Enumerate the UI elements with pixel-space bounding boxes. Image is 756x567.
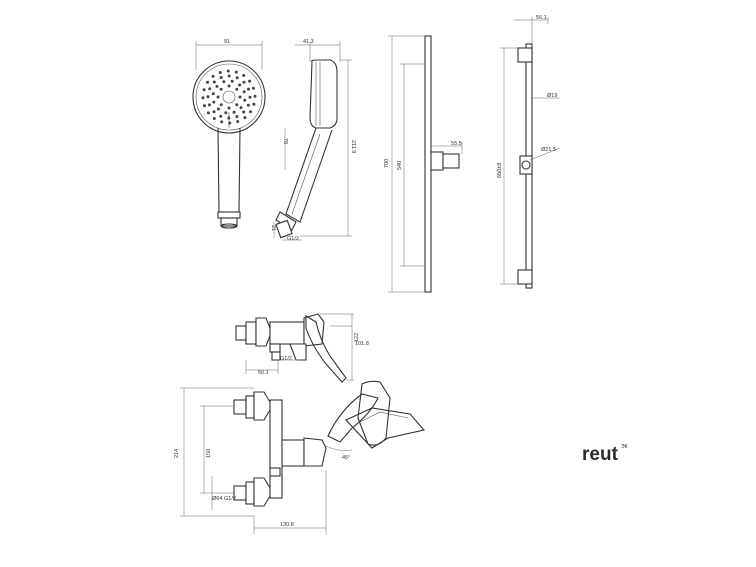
mixer-side-width-label: 50.1	[258, 370, 269, 376]
handshower-small-label: 21	[270, 225, 276, 231]
mixer-side-view: 122 101.8 50.1 G1/2	[235, 313, 369, 383]
rail-side-view: 56.1 Ø19 Ø21.5 650±8	[497, 15, 561, 289]
nozzle-dot	[215, 84, 219, 88]
nozzle-dot	[238, 95, 242, 99]
nozzle-dot	[253, 94, 257, 98]
mixer-width-label: 130.8	[280, 522, 294, 528]
nozzle-dot	[216, 95, 220, 99]
mixer-spacing-label: 150	[206, 449, 212, 458]
nozzle-dot	[227, 106, 231, 110]
nozzle-dot	[224, 111, 228, 115]
nozzle-dot	[230, 79, 234, 83]
nozzle-dot	[227, 74, 231, 78]
brand-name: reut	[582, 444, 619, 465]
nozzle-dot	[203, 104, 206, 108]
nozzle-dot	[235, 76, 239, 80]
brand-mark: ЭК	[621, 444, 628, 450]
nozzle-dot	[249, 110, 252, 114]
inlet-thread	[235, 325, 247, 341]
handshower-front-view: 91	[192, 39, 266, 229]
handshower-side-view: 41.3 211.9 78 21 G1/2	[270, 39, 356, 242]
nozzle-dot	[208, 87, 212, 91]
nozzle-dot	[212, 100, 216, 104]
nozzle-dot	[218, 71, 222, 74]
nozzle-dot	[248, 79, 252, 83]
nozzle-dot	[252, 86, 255, 90]
nozzle-dot	[212, 110, 216, 114]
nozzle-dot	[219, 103, 223, 107]
mixer-front-height-label: 214	[174, 449, 180, 458]
nozzle-dot	[232, 110, 236, 114]
rail-front-view: 700 540 55.5	[384, 35, 463, 293]
brand-logo: reut ЭК	[582, 444, 628, 465]
nozzle-dot	[202, 88, 206, 92]
mixer-front-view: 45° 214 150 Ø64 G1/2 130.8	[174, 380, 426, 534]
nozzle-dot	[219, 87, 223, 91]
nozzle-dot	[219, 76, 223, 79]
nozzle-dot	[235, 115, 239, 118]
nozzle-dot	[212, 117, 216, 120]
nozzle-dot	[243, 98, 247, 102]
nozzle-dot	[227, 84, 231, 88]
nozzle-dot	[220, 120, 224, 124]
nozzle-dot	[248, 95, 252, 99]
nozzle-dot	[219, 114, 223, 118]
rail-diameter-label: Ø19	[547, 93, 557, 99]
nozzle-dot	[211, 92, 215, 96]
handshower-depth-label: 41.3	[303, 39, 314, 45]
nozzle-dot	[242, 110, 246, 114]
nozzle-dot	[211, 74, 215, 78]
handshower-width-label: 91	[224, 39, 230, 45]
nozzle-dot	[234, 70, 238, 74]
nozzle-dot	[222, 80, 226, 84]
mixer-angle-label: 45°	[342, 455, 350, 461]
nozzle-dot	[228, 121, 232, 125]
nozzle-dot	[206, 80, 209, 84]
nozzle-dot	[236, 120, 240, 123]
nozzle-dot	[246, 103, 250, 107]
nozzle-dot	[247, 87, 250, 91]
mixer-inner-label: 101.8	[355, 341, 369, 347]
rail-slide-label: 540	[397, 161, 403, 170]
spray-nozzles	[201, 69, 257, 125]
nozzle-dot	[243, 116, 247, 120]
nozzle-dot	[242, 80, 246, 84]
mixer-diameter-label: Ø64	[212, 496, 222, 502]
nozzle-dot	[226, 69, 230, 73]
nozzle-dot	[242, 90, 246, 94]
rail-holder-diameter-label: Ø21.5	[541, 147, 556, 153]
nozzle-dot	[239, 106, 243, 110]
rail-side-height-label: 650±8	[497, 163, 503, 178]
nozzle-dot	[235, 87, 239, 91]
nozzle-dot	[212, 80, 216, 84]
handshower-thread-label: G1/2	[287, 236, 299, 242]
nozzle-dot	[206, 95, 210, 99]
nozzle-dot	[201, 96, 205, 100]
nozzle-dot	[208, 103, 211, 107]
nozzle-dot	[235, 103, 239, 107]
handshower-height-label: 211.9	[350, 140, 356, 153]
mixer-front-thread-label: G1/2	[224, 496, 236, 502]
rail-holder-label: 55.5	[451, 141, 462, 147]
mixer-height-label: 122	[354, 333, 360, 342]
handshower-handle-label: 78	[282, 138, 288, 144]
rail-top-label: 56.1	[536, 15, 547, 21]
mixer-side-thread-label: G1/2	[280, 356, 292, 362]
nozzle-dot	[242, 74, 246, 77]
nozzle-dot	[252, 102, 256, 106]
nozzle-dot	[206, 111, 210, 115]
nozzle-dot	[216, 107, 220, 111]
nozzle-dot	[238, 83, 242, 87]
rail-height-label: 700	[384, 159, 390, 168]
